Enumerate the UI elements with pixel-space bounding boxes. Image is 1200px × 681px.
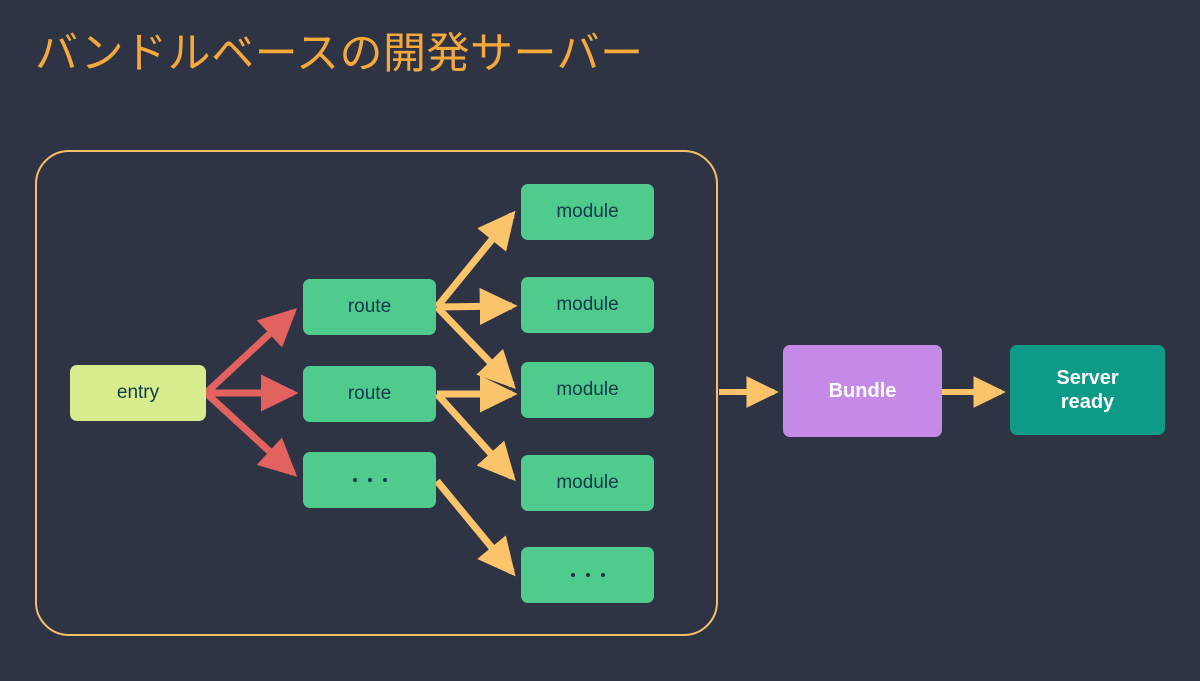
node-module-4-label: module [556,472,619,493]
node-module-3[interactable]: module [521,362,654,418]
ellipsis-icon [352,478,387,482]
node-server-ready[interactable]: Server ready [1010,345,1165,435]
bundle-graph-container [35,150,718,636]
node-route-2[interactable]: route [303,366,436,422]
node-server-ready-label: Server ready [1056,366,1119,413]
node-route-ellipsis[interactable] [303,452,436,508]
node-entry[interactable]: entry [70,365,206,421]
node-module-ellipsis[interactable] [521,547,654,603]
node-module-3-label: module [556,379,619,400]
node-module-2-label: module [556,294,619,315]
node-bundle-label: Bundle [828,379,897,402]
node-route-1-label: route [347,296,392,317]
node-module-2[interactable]: module [521,277,654,333]
node-route-2-label: route [347,383,392,404]
ellipsis-icon [570,573,605,577]
page-title: バンドルベースの開発サーバー [35,30,644,78]
node-module-1-label: module [556,201,619,222]
node-route-1[interactable]: route [303,279,436,335]
node-module-1[interactable]: module [521,184,654,240]
node-entry-label: entry [116,382,160,403]
node-module-4[interactable]: module [521,455,654,511]
node-bundle[interactable]: Bundle [783,345,942,437]
